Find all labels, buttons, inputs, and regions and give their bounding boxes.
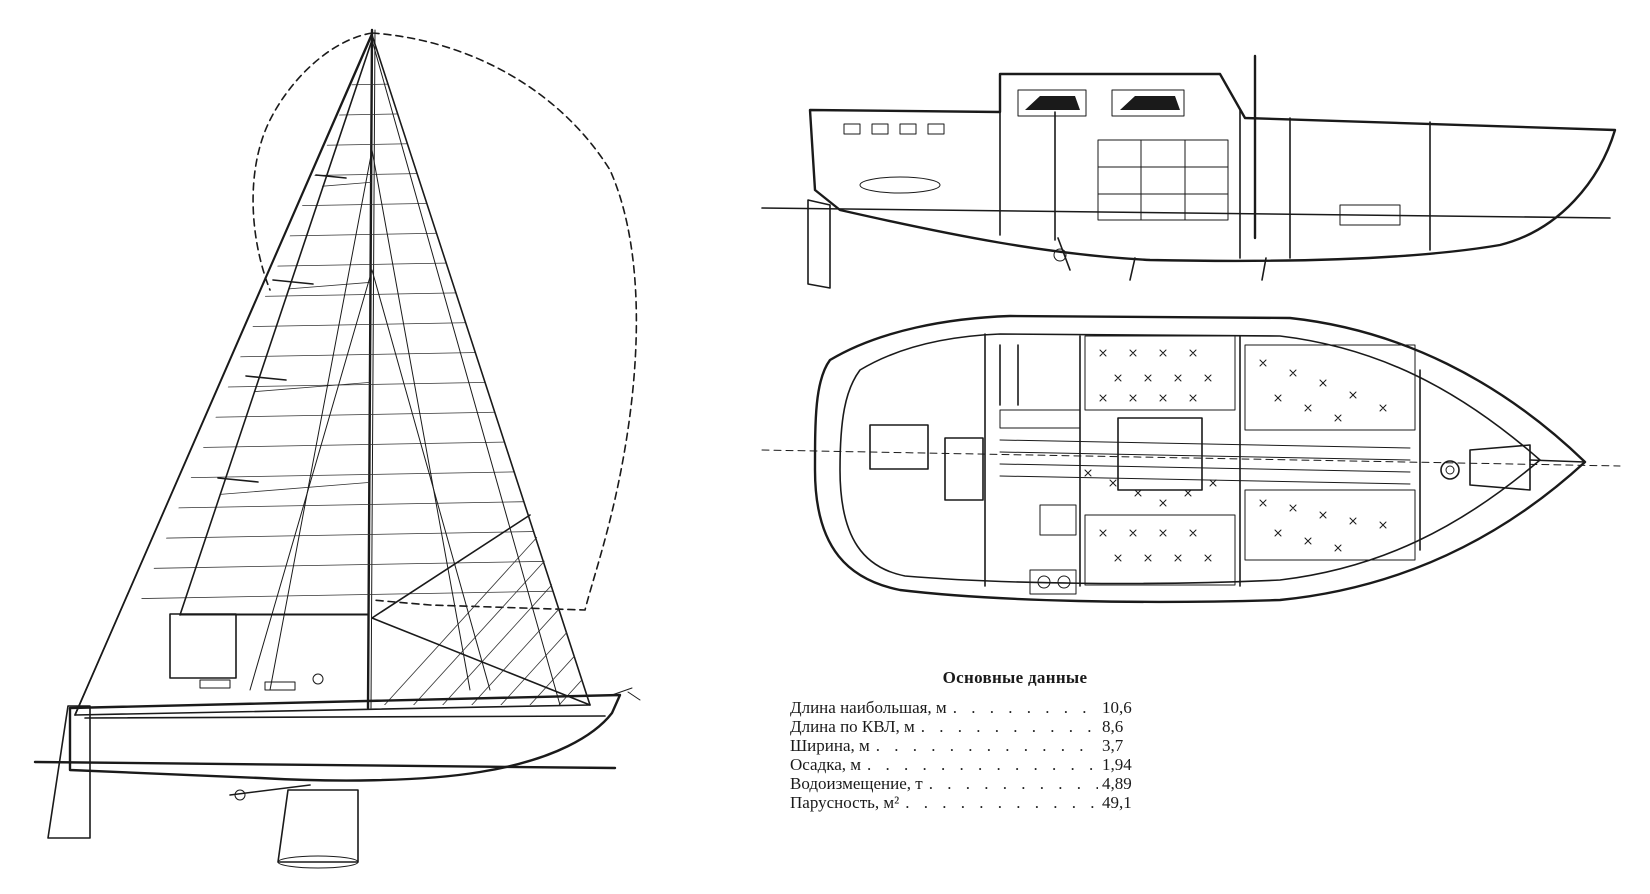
genoa-sail [100,79,590,601]
profile-baseline [761,207,1611,219]
spec-leader: . . . . . . . . . . . . . . . . . . . . … [867,755,1098,774]
spec-leader: . . . . . . . . . . . . . . . . . . . . … [905,793,1098,812]
side-rudder [47,705,91,839]
spec-leader: . . . . . . . . . . . . . . . . . . . . … [875,736,1098,755]
spec-label: Ширина, м [790,736,870,755]
specs-table: Основные данные Длина наибольшая, м . . … [790,668,1150,812]
spec-label: Парусность, м² [790,793,900,812]
spec-value: 4,89 [1102,774,1132,793]
spec-leader: . . . . . . . . . . . . . . . . . . . . … [952,698,1098,717]
spinnaker-outline [252,32,638,611]
plan-view [761,314,1621,604]
plan-centerline [761,449,1621,467]
spec-row-beam: Ширина, м . . . . . . . . . . . . . . . … [790,736,1150,755]
profile-view [761,54,1617,289]
spec-label: Длина по КВЛ, м [790,717,915,736]
spec-value: 10,6 [1102,698,1132,717]
spec-value: 49,1 [1102,793,1132,812]
spec-row-sail-area: Парусность, м² . . . . . . . . . . . . .… [790,793,1150,812]
spec-label: Длина наибольшая, м [790,698,947,717]
side-keel [277,789,359,863]
profile-rudder [807,199,831,289]
profile-hull [808,72,1617,263]
mast [366,28,374,710]
plan-hull [813,314,1587,604]
spec-label: Осадка, м [790,755,862,774]
spec-row-displacement: Водоизмещение, т . . . . . . . . . . . .… [790,774,1150,793]
spec-row-draft: Осадка, м . . . . . . . . . . . . . . . … [790,755,1150,774]
specs-title: Основные данные [942,668,1088,687]
spec-value: 3,7 [1102,736,1124,755]
spec-leader: . . . . . . . . . . . . . . . . . . . . … [920,717,1098,736]
spec-row-length-overall: Длина наибольшая, м . . . . . . . . . . … [790,698,1150,717]
spec-leader: . . . . . . . . . . . . . . . . . . . . … [928,774,1098,793]
sail-plan-view [33,28,641,869]
spec-row-length-waterline: Длина по КВЛ, м . . . . . . . . . . . . … [790,717,1150,736]
berth-cross-marks [1084,349,1387,562]
spec-value: 8,6 [1102,717,1124,736]
spec-value: 1,94 [1102,755,1132,774]
side-waterline [33,760,617,770]
spec-label: Водоизмещение, т [790,774,923,793]
side-hull [68,693,622,782]
mainsail [180,179,372,501]
